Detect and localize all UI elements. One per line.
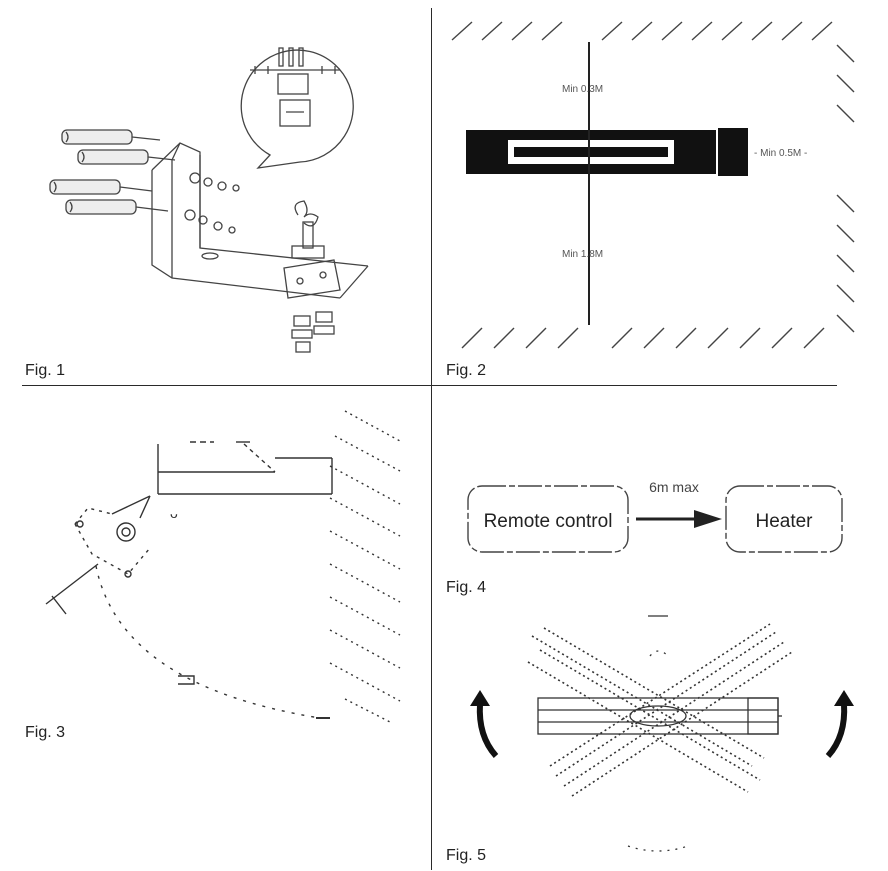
wing-nut	[291, 200, 325, 259]
anchor-screw	[61, 129, 161, 145]
svg-text:ᴗ: ᴗ	[170, 505, 178, 521]
fastener-cluster	[184, 172, 240, 234]
vertical-divider	[431, 8, 432, 870]
fig3-label: Fig. 3	[25, 724, 66, 741]
fig4-label: Fig. 4	[446, 579, 487, 596]
fig1-panel: Fig. 1	[0, 0, 431, 385]
bottom-clearance-label: Min 1.8M	[562, 249, 603, 260]
heater-label: Heater	[755, 511, 813, 532]
pivot-joint	[111, 495, 151, 542]
anchor-screw	[77, 149, 176, 165]
anchor-screw	[65, 199, 169, 215]
horizontal-heater	[537, 697, 782, 735]
mounting-arm	[157, 441, 333, 495]
floor-hatch	[461, 327, 825, 349]
top-clearance-label: Min 0.3M	[562, 84, 603, 95]
fig3-tilt-diagram: ᴗ	[45, 410, 401, 723]
rotate-left-arrow	[476, 703, 499, 759]
rotate-right-arrowhead	[834, 690, 854, 706]
heater-box	[725, 485, 843, 553]
remote-control-label: Remote control	[484, 511, 613, 532]
bottom-bolt	[291, 315, 313, 353]
tilt-arc	[95, 565, 321, 719]
remote-control-box	[467, 485, 629, 553]
fig4-range-diagram: Remote control Heater 6m max	[467, 479, 843, 553]
rotate-right-arrow	[825, 703, 848, 759]
distance-label: 6m max	[649, 479, 699, 495]
fig2-panel: Min 0.3M - Min 0.5M - Min 1.8M Fig. 2	[432, 0, 888, 385]
fig4-panel: Remote control Heater 6m max Fig. 4	[432, 386, 888, 606]
fig2-label: Fig. 2	[446, 362, 487, 379]
fig1-label: Fig. 1	[25, 362, 66, 379]
fig3-panel: ᴗ Fig. 3	[0, 386, 431, 871]
horizontal-divider	[22, 385, 837, 386]
side-clearance-label: - Min 0.5M -	[754, 148, 807, 159]
wall-hatch	[329, 410, 401, 723]
ceiling-hatch	[451, 21, 833, 41]
fig1-bracket-illustration	[49, 47, 369, 353]
heater-side-profile	[74, 507, 151, 578]
bottom-bolt	[313, 311, 335, 335]
heater-body	[466, 128, 748, 176]
rotate-left-arrowhead	[470, 690, 490, 706]
wall-hatch	[836, 44, 855, 333]
fig2-clearance-diagram: Min 0.3M - Min 0.5M - Min 1.8M	[451, 21, 855, 349]
rotated-heater-position	[549, 623, 793, 797]
anchor-screw	[49, 179, 153, 195]
range-arrow-head	[694, 510, 722, 528]
fig5-rotation-diagram	[470, 615, 854, 852]
detail-callout	[240, 47, 354, 169]
wall-bracket	[151, 142, 369, 299]
fig5-panel: Fig. 5	[432, 606, 888, 871]
fig5-label: Fig. 5	[446, 847, 487, 864]
